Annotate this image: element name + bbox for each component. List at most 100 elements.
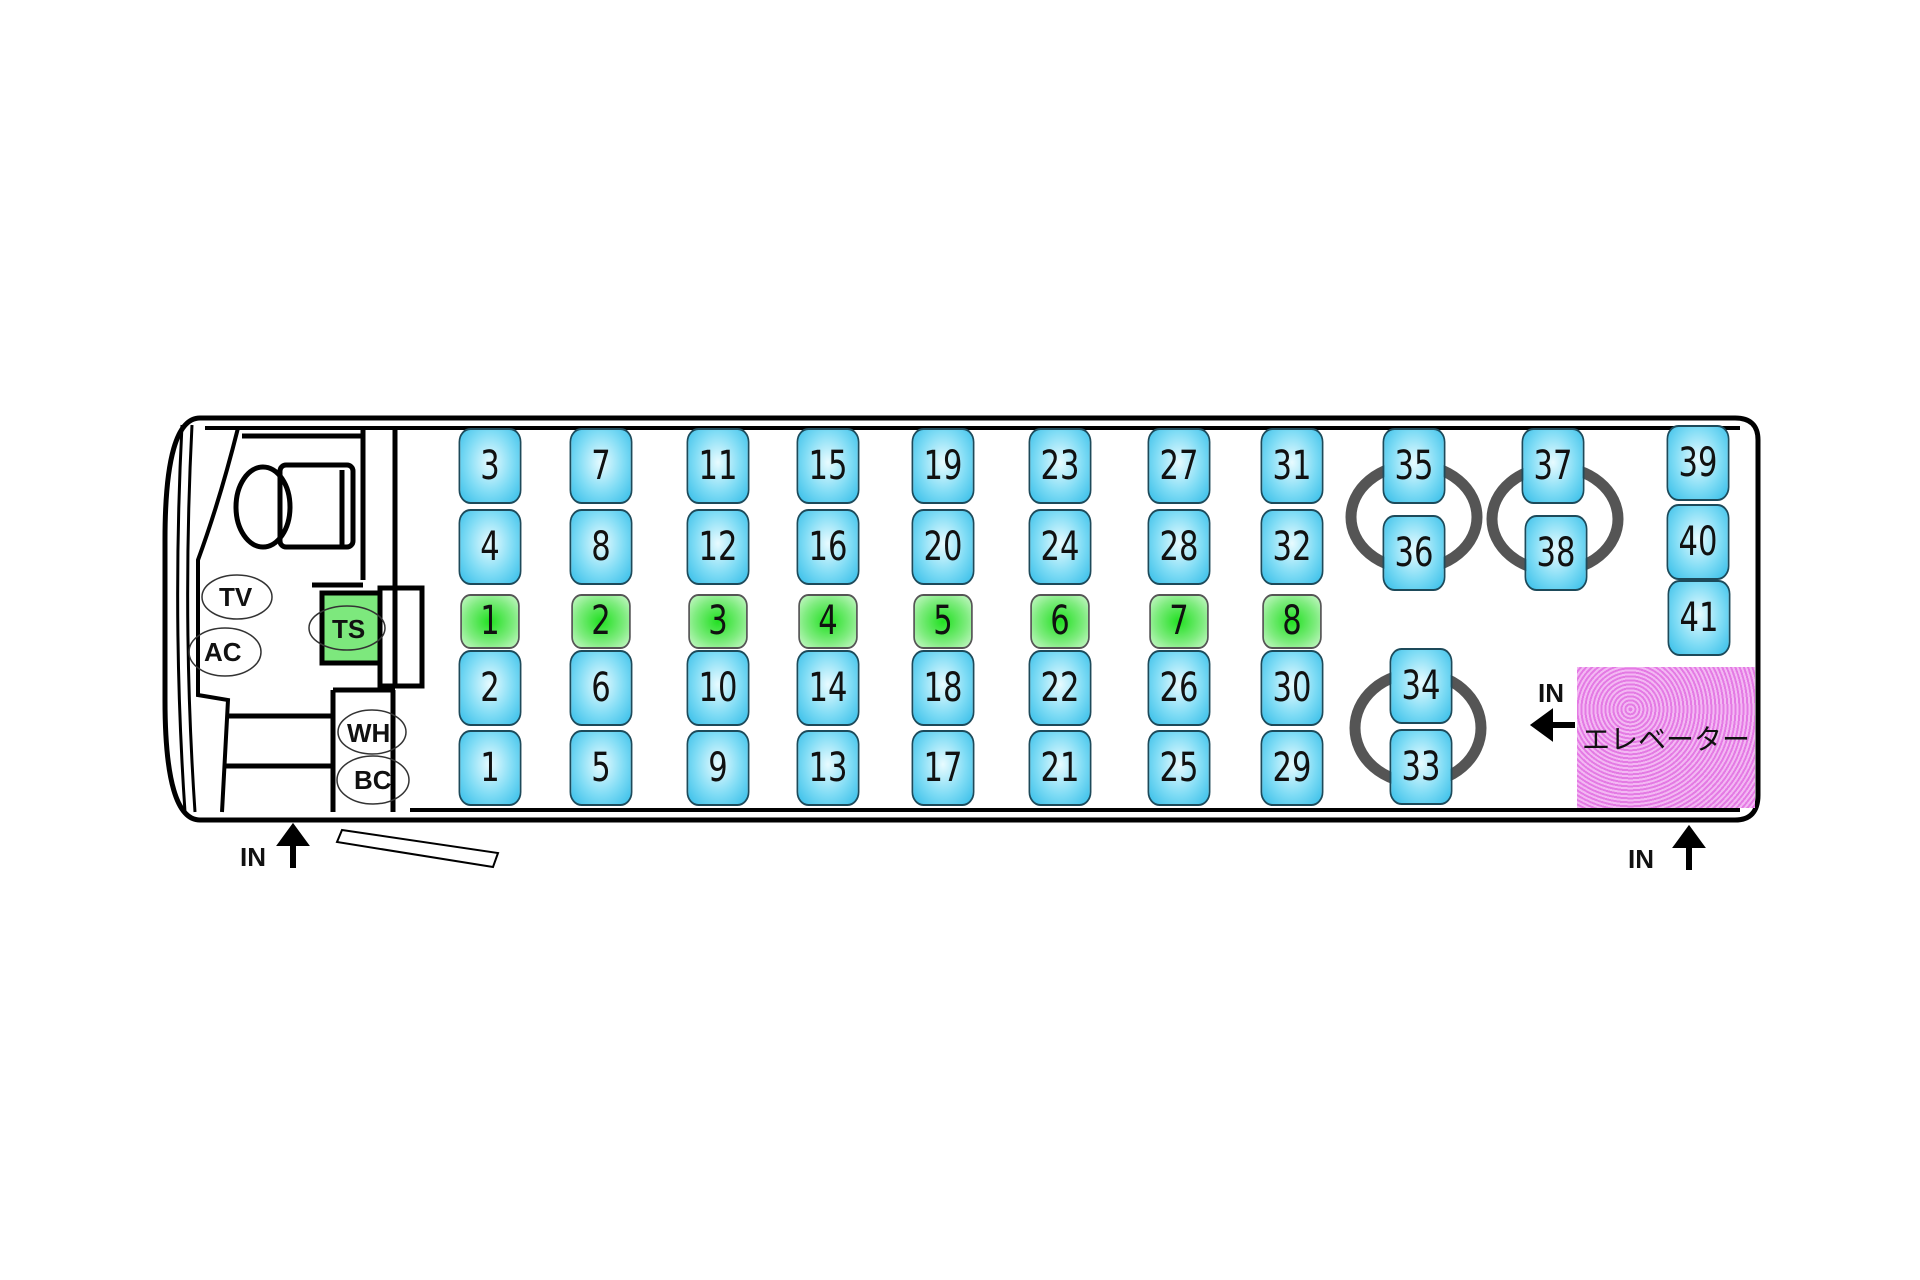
- seat[interactable]: 6: [569, 650, 633, 726]
- seat-number: 7: [591, 443, 611, 489]
- seat-number: 18: [923, 665, 963, 711]
- tv-label: TV: [219, 582, 253, 612]
- seat[interactable]: 15: [796, 428, 860, 504]
- seat[interactable]: 17: [911, 730, 975, 806]
- seat-number: 6: [591, 665, 611, 711]
- seat[interactable]: 19: [911, 428, 975, 504]
- seat[interactable]: 10: [686, 650, 750, 726]
- seat-number: 30: [1272, 665, 1312, 711]
- auxiliary-seat[interactable]: 4: [798, 593, 858, 649]
- seat-number: 38: [1536, 530, 1576, 576]
- seat-number: 24: [1040, 524, 1080, 570]
- seat-number: 29: [1272, 745, 1312, 791]
- ts-box: [319, 590, 383, 666]
- seat-number: 4: [818, 598, 838, 644]
- elevator-label: エレベーター: [1581, 723, 1750, 755]
- auxiliary-seat[interactable]: 1: [460, 593, 520, 649]
- seat-number: 2: [480, 665, 500, 711]
- seat-number: 31: [1272, 443, 1312, 489]
- seat-number: 22: [1040, 665, 1080, 711]
- seat-number: 37: [1533, 443, 1573, 489]
- seat-number: 23: [1040, 443, 1080, 489]
- seat-number: 17: [923, 745, 963, 791]
- seat[interactable]: 36: [1382, 515, 1446, 591]
- seat[interactable]: 34: [1389, 648, 1453, 724]
- seat[interactable]: 38: [1524, 515, 1588, 591]
- seat-number: 2: [591, 598, 611, 644]
- seat[interactable]: 33: [1389, 729, 1453, 805]
- seat-number: 40: [1678, 519, 1718, 565]
- seat[interactable]: 20: [911, 509, 975, 585]
- auxiliary-seat[interactable]: 3: [688, 593, 748, 649]
- seat[interactable]: 8: [569, 509, 633, 585]
- seat-number: 27: [1159, 443, 1199, 489]
- seat-number: 32: [1272, 524, 1312, 570]
- seat[interactable]: 32: [1260, 509, 1324, 585]
- front-entrance-label: IN: [240, 842, 266, 872]
- seat-number: 11: [698, 443, 738, 489]
- seat[interactable]: 7: [569, 428, 633, 504]
- seat[interactable]: 24: [1028, 509, 1092, 585]
- auxiliary-seat[interactable]: 5: [913, 593, 973, 649]
- auxiliary-seat[interactable]: 7: [1149, 593, 1209, 649]
- seat[interactable]: 29: [1260, 730, 1324, 806]
- seat[interactable]: 41: [1667, 580, 1731, 656]
- seat[interactable]: 11: [686, 428, 750, 504]
- seat[interactable]: 40: [1666, 504, 1730, 580]
- seat[interactable]: 27: [1147, 428, 1211, 504]
- seat[interactable]: 25: [1147, 730, 1211, 806]
- seat[interactable]: 37: [1521, 428, 1585, 504]
- seat-number: 41: [1679, 595, 1719, 641]
- seat[interactable]: 9: [686, 730, 750, 806]
- seat[interactable]: 13: [796, 730, 860, 806]
- ac-label: AC: [204, 637, 242, 667]
- seat[interactable]: 30: [1260, 650, 1324, 726]
- seat[interactable]: 16: [796, 509, 860, 585]
- seat-number: 21: [1040, 745, 1080, 791]
- seat[interactable]: 39: [1666, 425, 1730, 501]
- auxiliary-seat[interactable]: 8: [1262, 593, 1322, 649]
- seat-number: 39: [1678, 440, 1718, 486]
- wh-label: WH: [347, 718, 391, 748]
- seat-number: 35: [1394, 443, 1434, 489]
- seat[interactable]: 31: [1260, 428, 1324, 504]
- rear-entrance-label: IN: [1628, 844, 1654, 874]
- bc-label: BC: [354, 765, 392, 795]
- seat[interactable]: 18: [911, 650, 975, 726]
- elevator-entrance-label: IN: [1538, 678, 1564, 708]
- seat[interactable]: 35: [1382, 428, 1446, 504]
- seat-number: 10: [698, 665, 738, 711]
- seat[interactable]: 3: [458, 428, 522, 504]
- seat[interactable]: 22: [1028, 650, 1092, 726]
- seat-number: 28: [1159, 524, 1199, 570]
- seat-number: 4: [480, 524, 500, 570]
- seat[interactable]: 5: [569, 730, 633, 806]
- seat-number: 8: [591, 524, 611, 570]
- seat-number: 16: [808, 524, 848, 570]
- seat-number: 36: [1394, 530, 1434, 576]
- seat-number: 25: [1159, 745, 1199, 791]
- seat-number: 12: [698, 524, 738, 570]
- seat-number: 34: [1401, 663, 1441, 709]
- seat[interactable]: 2: [458, 650, 522, 726]
- seat-number: 33: [1401, 744, 1441, 790]
- seat-number: 1: [480, 745, 500, 791]
- seat-number: 3: [708, 598, 728, 644]
- seat[interactable]: 28: [1147, 509, 1211, 585]
- seat[interactable]: 1: [458, 730, 522, 806]
- seat[interactable]: 14: [796, 650, 860, 726]
- ts-label: TS: [332, 614, 366, 644]
- auxiliary-seat[interactable]: 6: [1030, 593, 1090, 649]
- auxiliary-seat[interactable]: 2: [571, 593, 631, 649]
- seat[interactable]: 21: [1028, 730, 1092, 806]
- seat-number: 15: [808, 443, 848, 489]
- seat[interactable]: 12: [686, 509, 750, 585]
- seat-number: 5: [933, 598, 953, 644]
- seat-number: 5: [591, 745, 611, 791]
- seat[interactable]: 26: [1147, 650, 1211, 726]
- seat[interactable]: 23: [1028, 428, 1092, 504]
- seat-number: 14: [808, 665, 848, 711]
- elevator: エレベーター: [1577, 667, 1755, 808]
- seat[interactable]: 4: [458, 509, 522, 585]
